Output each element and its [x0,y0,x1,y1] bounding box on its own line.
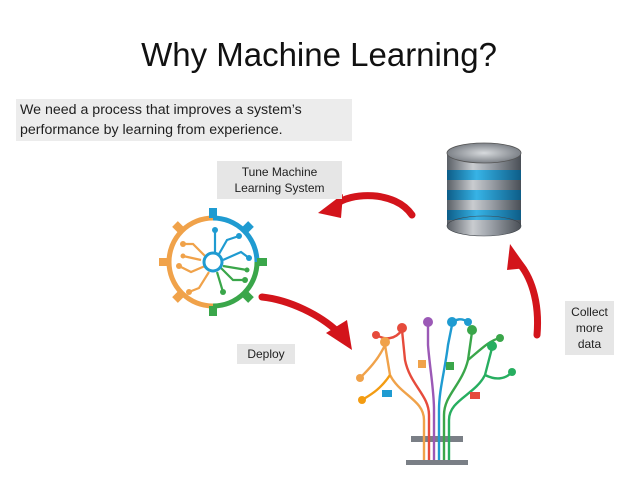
arrow-to-gear [331,192,416,219]
arrow-to-tree-head [326,320,352,350]
slide-title: Why Machine Learning? [141,36,497,73]
collect-label-line-3: data [577,337,602,351]
data-tree-icon [356,317,516,465]
cycle-arrows [258,192,542,350]
intro-line-2: performance by learning from experience. [20,122,283,138]
tune-label: Tune Machine Learning System [217,161,342,199]
intro-text-box: We need a process that improves a system… [16,99,352,141]
arrow-to-database-head [507,244,527,270]
intro-line-1: We need a process that improves a system… [20,102,302,118]
collect-label-line-1: Collect [571,305,608,319]
arrow-to-gear-head [318,194,343,218]
tune-label-line-2: Learning System [234,181,325,195]
deploy-label: Deploy [237,344,295,364]
tune-label-line-1: Tune Machine [241,165,318,179]
collect-label-line-2: more [575,321,604,335]
gear-brain-icon [159,208,267,316]
arrow-to-database [514,258,542,339]
arrow-to-tree [258,293,342,336]
collect-label: Collect more data [565,301,614,355]
database-icon [446,142,522,237]
